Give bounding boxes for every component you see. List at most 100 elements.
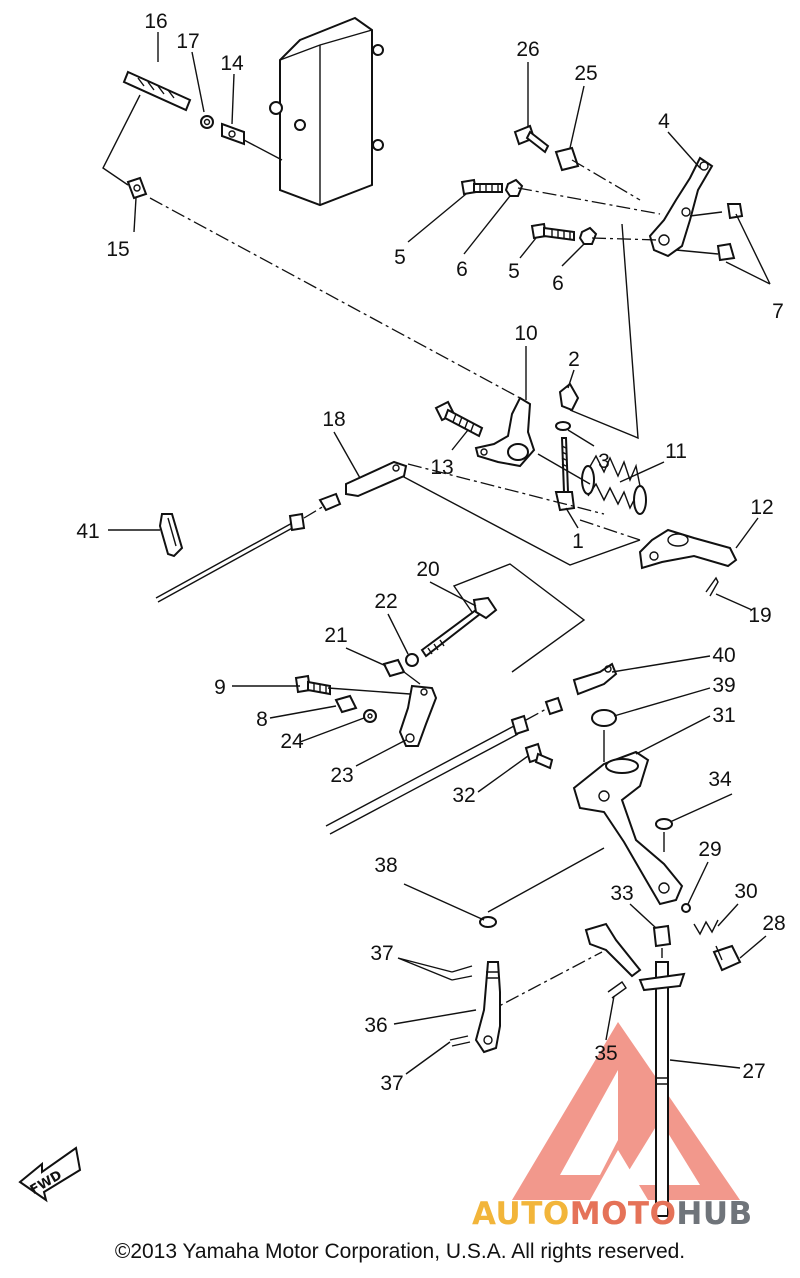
callout-labels: 1 2 3 4 5 6 5 6 7 8 9 10 11 12 13 14 15 … <box>76 10 785 1095</box>
bushing-33 <box>652 924 672 948</box>
bolt-13 <box>434 400 484 438</box>
collar-8 <box>334 694 358 714</box>
bolt-5a <box>460 178 503 196</box>
shift-cable <box>325 696 564 835</box>
callout-37b: 37 <box>380 1072 403 1095</box>
callout-41: 41 <box>76 520 99 543</box>
rod-20 <box>420 596 498 658</box>
watermark-hub: HUB <box>676 1196 753 1232</box>
callout-21: 21 <box>324 624 347 647</box>
cable-joint-40 <box>572 662 618 696</box>
shift-rod-27 <box>638 961 686 1217</box>
bracket-10 <box>474 396 536 468</box>
leader-lines <box>108 32 771 1075</box>
plug-28 <box>712 944 742 972</box>
clip-37 <box>449 965 473 1047</box>
fwd-arrow: FWD <box>18 1146 82 1203</box>
watermark-text: AUTOMOTOHUB <box>472 1196 753 1232</box>
watermark-auto: AUTO <box>472 1196 570 1232</box>
callout-27: 27 <box>742 1060 765 1083</box>
callout-33: 33 <box>610 882 633 905</box>
washer-3 <box>555 421 571 431</box>
callout-5b: 5 <box>508 260 520 283</box>
callout-5a: 5 <box>394 246 406 269</box>
nut-17 <box>200 115 214 129</box>
bushing-39 <box>591 709 617 727</box>
lever-4 <box>648 156 714 258</box>
callout-3: 3 <box>598 450 610 473</box>
callout-25: 25 <box>574 62 597 85</box>
nut-6b <box>578 226 598 245</box>
clip-2 <box>558 382 580 412</box>
link-23 <box>398 684 438 747</box>
copyright-notice: ©2013 Yamaha Motor Corporation, U.S.A. A… <box>114 1240 686 1263</box>
callout-4: 4 <box>658 110 670 133</box>
spring-30 <box>693 919 719 936</box>
spring-11 <box>581 454 647 515</box>
callout-37a: 37 <box>370 942 393 965</box>
callout-9: 9 <box>214 676 226 699</box>
bolt-26 <box>513 124 550 154</box>
callout-16: 16 <box>144 10 167 33</box>
lever-12 <box>638 528 738 570</box>
callout-34: 34 <box>708 768 732 791</box>
callout-40: 40 <box>712 644 735 667</box>
pin-35 <box>607 981 627 999</box>
callout-14: 14 <box>220 52 244 75</box>
callout-23: 23 <box>330 764 353 787</box>
watermark-logo <box>512 1022 740 1200</box>
callout-15: 15 <box>106 238 129 261</box>
callout-1: 1 <box>572 530 584 553</box>
callout-12: 12 <box>750 496 773 519</box>
nut-15 <box>126 176 148 200</box>
nut-6a <box>504 178 524 197</box>
callout-6a: 6 <box>456 258 468 281</box>
cable-end-18 <box>345 460 408 498</box>
throttle-cable <box>155 492 342 603</box>
nut-22 <box>405 653 419 667</box>
callout-22: 22 <box>374 590 397 613</box>
callout-19: 19 <box>748 604 771 627</box>
shift-joint-36 <box>474 961 501 1054</box>
callout-18: 18 <box>322 408 345 431</box>
washer-34 <box>655 818 673 830</box>
stud-bolt-16 <box>122 70 192 112</box>
watermark-moto: MOTO <box>569 1196 677 1232</box>
callout-36: 36 <box>364 1014 387 1037</box>
link-rod-1 <box>554 437 576 512</box>
callout-8: 8 <box>256 708 268 731</box>
bushing-7 <box>716 203 744 262</box>
shift-lever-31 <box>572 750 684 906</box>
collar-25 <box>554 146 580 172</box>
callout-13: 13 <box>430 456 453 479</box>
bolt-5b <box>530 222 575 242</box>
callout-32: 32 <box>452 784 475 807</box>
callout-26: 26 <box>516 38 539 61</box>
callout-10: 10 <box>514 322 537 345</box>
callout-30: 30 <box>734 880 757 903</box>
callout-6b: 6 <box>552 272 564 295</box>
callout-39: 39 <box>712 674 735 697</box>
washer-38 <box>479 916 497 928</box>
bolt-9 <box>294 674 331 696</box>
collar-21 <box>382 658 406 678</box>
bolt-32 <box>524 742 554 770</box>
callout-2: 2 <box>568 348 580 371</box>
callout-31: 31 <box>712 704 735 727</box>
callout-17: 17 <box>176 30 199 53</box>
control-box <box>269 16 384 207</box>
callout-7: 7 <box>772 300 784 323</box>
callout-29: 29 <box>698 838 721 861</box>
clip-41 <box>158 513 184 558</box>
callout-24: 24 <box>280 730 304 753</box>
clamp-14 <box>221 122 245 146</box>
cotter-pin-19 <box>705 576 719 597</box>
callout-28: 28 <box>762 912 785 935</box>
bracket-part <box>584 922 642 978</box>
callout-38: 38 <box>374 854 397 877</box>
callout-11: 11 <box>665 440 687 463</box>
callout-20: 20 <box>416 558 439 581</box>
ball-29 <box>681 903 691 913</box>
callout-35: 35 <box>594 1042 617 1065</box>
